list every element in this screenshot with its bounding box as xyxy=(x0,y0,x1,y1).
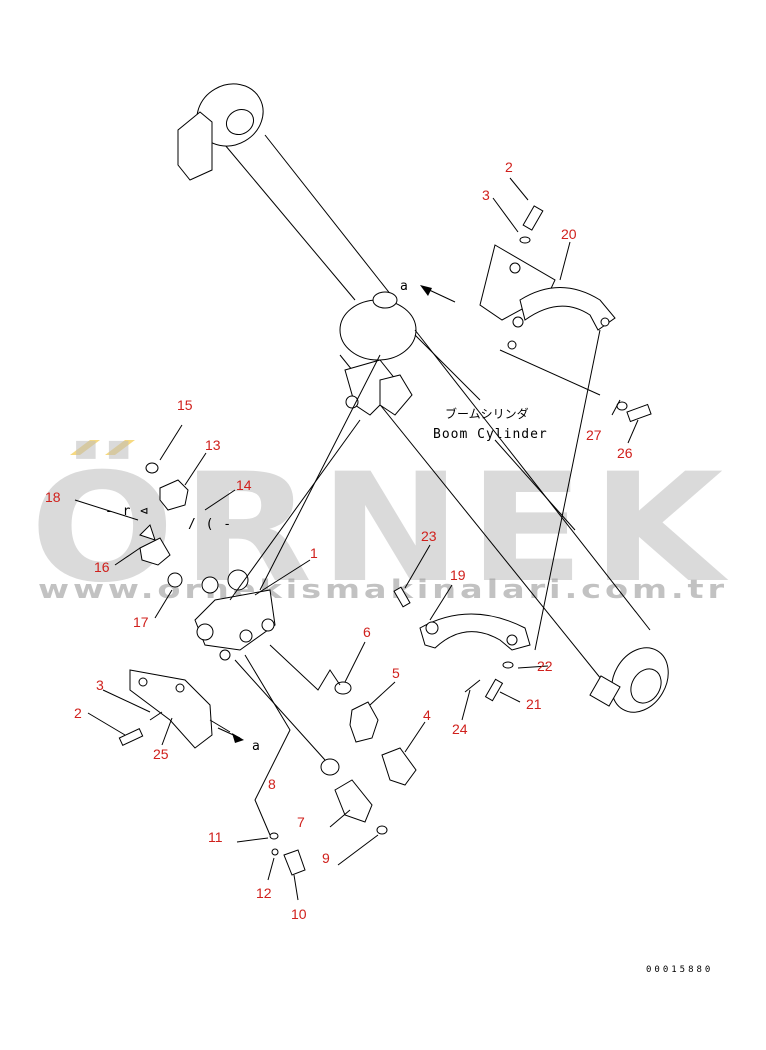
callout-8: 8 xyxy=(268,776,276,792)
clamp-lower xyxy=(393,586,531,702)
callout-9: 9 xyxy=(322,850,330,866)
callout-7: 7 xyxy=(297,814,305,830)
valve-block xyxy=(194,569,276,661)
callout-leaders xyxy=(74,177,639,901)
section-mark-bottom: a xyxy=(217,727,261,754)
callout-4: 4 xyxy=(423,707,431,723)
bolt-washer-right xyxy=(616,401,652,423)
boom-cylinder-rod xyxy=(177,83,417,361)
callouts: 1 2 2 3 3 4 5 6 7 8 9 10 11 12 13 14 15 … xyxy=(45,159,633,922)
callout-3-top: 3 xyxy=(482,187,490,203)
callout-19: 19 xyxy=(450,567,466,583)
bracket-lower xyxy=(118,669,231,749)
clamp-upper xyxy=(479,205,616,350)
callout-2-bottom: 2 xyxy=(74,705,82,721)
callout-15: 15 xyxy=(177,397,193,413)
callout-25: 25 xyxy=(153,746,169,762)
faint-text-18: - r ⊲ xyxy=(105,504,149,519)
boom-cylinder-tube xyxy=(339,329,669,713)
callout-14: 14 xyxy=(236,477,252,493)
callout-10: 10 xyxy=(291,906,307,922)
watermark-brand: ÖRNEK xyxy=(30,440,730,616)
callout-21: 21 xyxy=(526,696,542,712)
section-mark-top: a xyxy=(400,279,456,303)
label-leader xyxy=(414,334,481,401)
callout-23: 23 xyxy=(421,528,437,544)
svg-text:a: a xyxy=(252,739,261,754)
callout-6: 6 xyxy=(363,624,371,640)
part-name-japanese: ブームシリンダ xyxy=(445,406,529,421)
callout-18: 18 xyxy=(45,489,61,505)
callout-20: 20 xyxy=(561,226,577,242)
faint-text-14: / ( - xyxy=(188,517,232,532)
fittings-upper-left: - r ⊲ / ( - xyxy=(105,462,232,588)
callout-26: 26 xyxy=(617,445,633,461)
callout-12: 12 xyxy=(256,885,272,901)
callout-1: 1 xyxy=(310,545,318,561)
callout-13: 13 xyxy=(205,437,221,453)
callout-24: 24 xyxy=(452,721,468,737)
svg-text:a: a xyxy=(400,279,409,294)
callout-11: 11 xyxy=(208,829,223,845)
part-name-english: Boom Cylinder xyxy=(433,427,548,442)
callout-5: 5 xyxy=(392,665,400,681)
callout-3-bottom: 3 xyxy=(96,677,104,693)
callout-22: 22 xyxy=(537,658,553,674)
watermark: ÖRNEK www.ornekismakinalari.com.tr xyxy=(30,440,730,616)
callout-16: 16 xyxy=(94,559,110,575)
watermark-url: www.ornekismakinalari.com.tr xyxy=(38,575,728,605)
piping-lines xyxy=(229,329,601,836)
callout-2-top: 2 xyxy=(505,159,513,175)
fittings-lower xyxy=(269,681,417,876)
reference-number: 00015880 xyxy=(646,965,713,975)
watermark-accent-right xyxy=(105,440,135,455)
watermark-accent-left xyxy=(70,440,100,455)
callout-27: 27 xyxy=(586,427,602,443)
callout-17: 17 xyxy=(133,614,149,630)
